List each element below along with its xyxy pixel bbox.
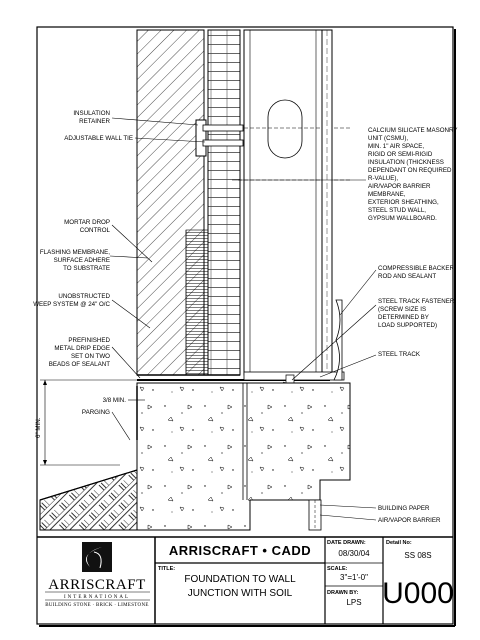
scale-label: SCALE: bbox=[327, 566, 348, 572]
label-csmu: CALCIUM SILICATE MASONRY bbox=[368, 127, 458, 134]
label-r-value: R-VALUE), bbox=[368, 175, 398, 182]
label-3-8-min: 3/8 MIN. bbox=[103, 397, 127, 404]
label-drip-edge: METAL DRIP EDGE bbox=[54, 345, 110, 352]
label-rigid: RIGID OR SEMI-RIGID bbox=[368, 151, 433, 158]
label-csmu-2: UNIT (CSMU), bbox=[368, 135, 408, 142]
label-wall-tie: ADJUSTABLE WALL TIE bbox=[64, 135, 133, 142]
label-determined: DETERMINED BY bbox=[378, 314, 429, 321]
sheathing bbox=[207, 29, 241, 376]
label-sealant-beads: BEADS OF SEALANT bbox=[49, 361, 110, 368]
label-parging: PARGING bbox=[82, 409, 110, 416]
drawing-title-line2: JUNCTION WITH SOIL bbox=[188, 588, 293, 599]
scale-value: 3"=1'-0" bbox=[340, 573, 368, 582]
label-prefinished: PREFINISHED bbox=[68, 337, 110, 344]
label-mortar-drop: MORTAR DROP bbox=[64, 219, 110, 226]
logo-international: INTERNATIONAL bbox=[64, 595, 130, 600]
label-flashing: FLASHING MEMBRANE, bbox=[40, 249, 110, 256]
logo-tagline: BUILDING STONE · BRICK · LIMESTONE bbox=[45, 603, 148, 608]
labels-left: INSULATION RETAINER ADJUSTABLE WALL TIE … bbox=[33, 110, 133, 438]
label-steel-track: STEEL TRACK bbox=[378, 351, 421, 358]
label-insul-thick: INSULATION (THICKNESS bbox=[368, 159, 444, 166]
label-membrane: MEMBRANE, bbox=[368, 191, 406, 198]
label-unobstructed: UNOBSTRUCTED bbox=[58, 293, 110, 300]
label-6-min: 6" MIN. bbox=[35, 417, 42, 438]
label-steel-stud: STEEL STUD WALL, bbox=[368, 207, 426, 214]
label-substrate: TO SUBSTRATE bbox=[63, 265, 110, 272]
label-air-space: MIN. 1" AIR SPACE, bbox=[368, 143, 424, 150]
insulation bbox=[185, 229, 209, 376]
labels-right: CALCIUM SILICATE MASONRY UNIT (CSMU), MI… bbox=[368, 127, 458, 524]
label-insulation: INSULATION bbox=[73, 110, 110, 117]
label-air-vapor-barrier: AIR/VAPOR BARRIER bbox=[378, 517, 441, 524]
label-control: CONTROL bbox=[80, 227, 111, 234]
label-dependant: DEPENDANT ON REQUIRED bbox=[368, 167, 452, 174]
label-building-paper: BUILDING PAPER bbox=[378, 505, 430, 512]
date-value: 08/30/04 bbox=[338, 549, 370, 558]
title-block: ARRISCRAFT • CADD TITLE: FOUNDATION TO W… bbox=[37, 536, 454, 624]
label-backer-rod-2: ROD AND SEALANT bbox=[378, 273, 436, 280]
label-weep: WEEP SYSTEM @ 24" O/C bbox=[33, 301, 110, 308]
title-label: TITLE: bbox=[158, 566, 175, 572]
label-gypsum: GYPSUM WALLBOARD. bbox=[368, 215, 437, 222]
steel-stud-wall bbox=[243, 29, 323, 376]
label-backer-rod: COMPRESSIBLE BACKER bbox=[378, 265, 455, 272]
detail-label: Detail No: bbox=[386, 540, 412, 546]
label-air-vapor: AIR/VAPOR BARRIER bbox=[368, 183, 431, 190]
sheet-number: U000 bbox=[382, 577, 454, 610]
label-surface: SURFACE ADHERE bbox=[54, 257, 110, 264]
drawn-value: LPS bbox=[346, 598, 361, 607]
detail-number: SS 08S bbox=[404, 551, 431, 560]
right-leaders bbox=[232, 179, 377, 521]
date-label: DATE DRAWN: bbox=[327, 540, 366, 546]
label-track-fastener: STEEL TRACK FASTENER bbox=[378, 298, 455, 305]
label-screw-size: (SCREW SIZE IS bbox=[378, 306, 426, 313]
arriscraft-logo-icon bbox=[82, 542, 112, 572]
label-load: LOAD SUPPORTED) bbox=[378, 322, 437, 329]
label-ext-sheathing: EXTERIOR SHEATHING, bbox=[368, 199, 439, 206]
label-set-on: SET ON TWO bbox=[71, 353, 110, 360]
logo-name: ARRISCRAFT bbox=[48, 577, 146, 593]
drawing-title-line1: FOUNDATION TO WALL bbox=[184, 574, 296, 585]
brand-title: ARRISCRAFT • CADD bbox=[169, 543, 311, 558]
left-leaders bbox=[109, 117, 206, 441]
label-retainer: RETAINER bbox=[79, 118, 110, 125]
drawn-label: DRAWN BY: bbox=[327, 590, 359, 596]
